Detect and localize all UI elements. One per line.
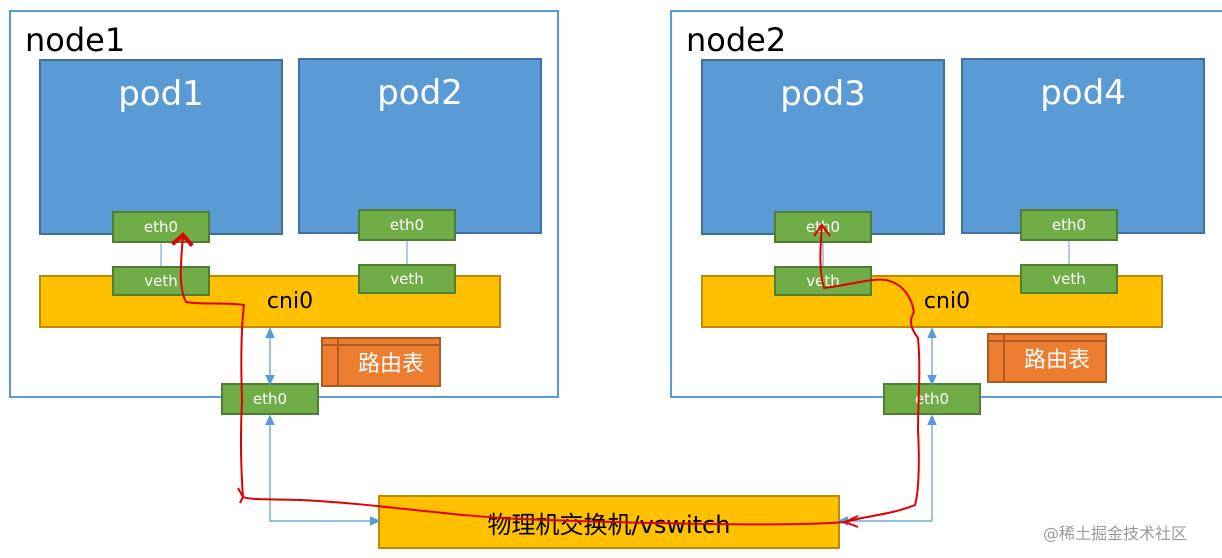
pod4-label: pod4 <box>1040 73 1126 113</box>
pod1-label: pod1 <box>118 74 204 114</box>
node1-route-table-label: 路由表 <box>357 352 424 377</box>
traffic-arrow-switch <box>842 515 859 528</box>
pod4-eth0: eth0 <box>1020 209 1118 241</box>
pod3-box: pod3 <box>701 59 945 235</box>
pod2-veth: veth <box>358 264 456 294</box>
node1-title: node1 <box>25 21 126 59</box>
node2-route-table: 路由表 <box>987 333 1107 383</box>
watermark: @稀土掘金技术社区 <box>1043 524 1188 543</box>
pod4-box: pod4 <box>961 58 1205 234</box>
node2-cni0-label: cni0 <box>923 289 971 314</box>
traffic-path-red <box>170 225 921 526</box>
node1-eth-switch-arrow <box>265 414 381 526</box>
node1-route-table: 路由表 <box>321 337 441 387</box>
pod2-box: pod2 <box>298 58 542 234</box>
traffic-arrow-end <box>237 487 245 504</box>
pod1-veth: veth <box>112 266 210 296</box>
node1-cni0-label: cni0 <box>266 289 314 314</box>
route-table-top-line <box>323 344 439 346</box>
pod4-veth: veth <box>1020 264 1118 294</box>
traffic-arrow-start <box>813 223 831 237</box>
node2-route-table-label: 路由表 <box>1023 348 1090 373</box>
node2-eth-switch-arrow <box>837 414 937 526</box>
pod2-eth0: eth0 <box>358 209 456 241</box>
pod2-label: pod2 <box>377 73 463 113</box>
route-table-side-line <box>1003 335 1005 381</box>
node2-title: node2 <box>686 21 787 59</box>
route-table-side-line <box>337 339 339 385</box>
route-table-top-line <box>989 340 1105 342</box>
pod3-label: pod3 <box>780 74 866 114</box>
